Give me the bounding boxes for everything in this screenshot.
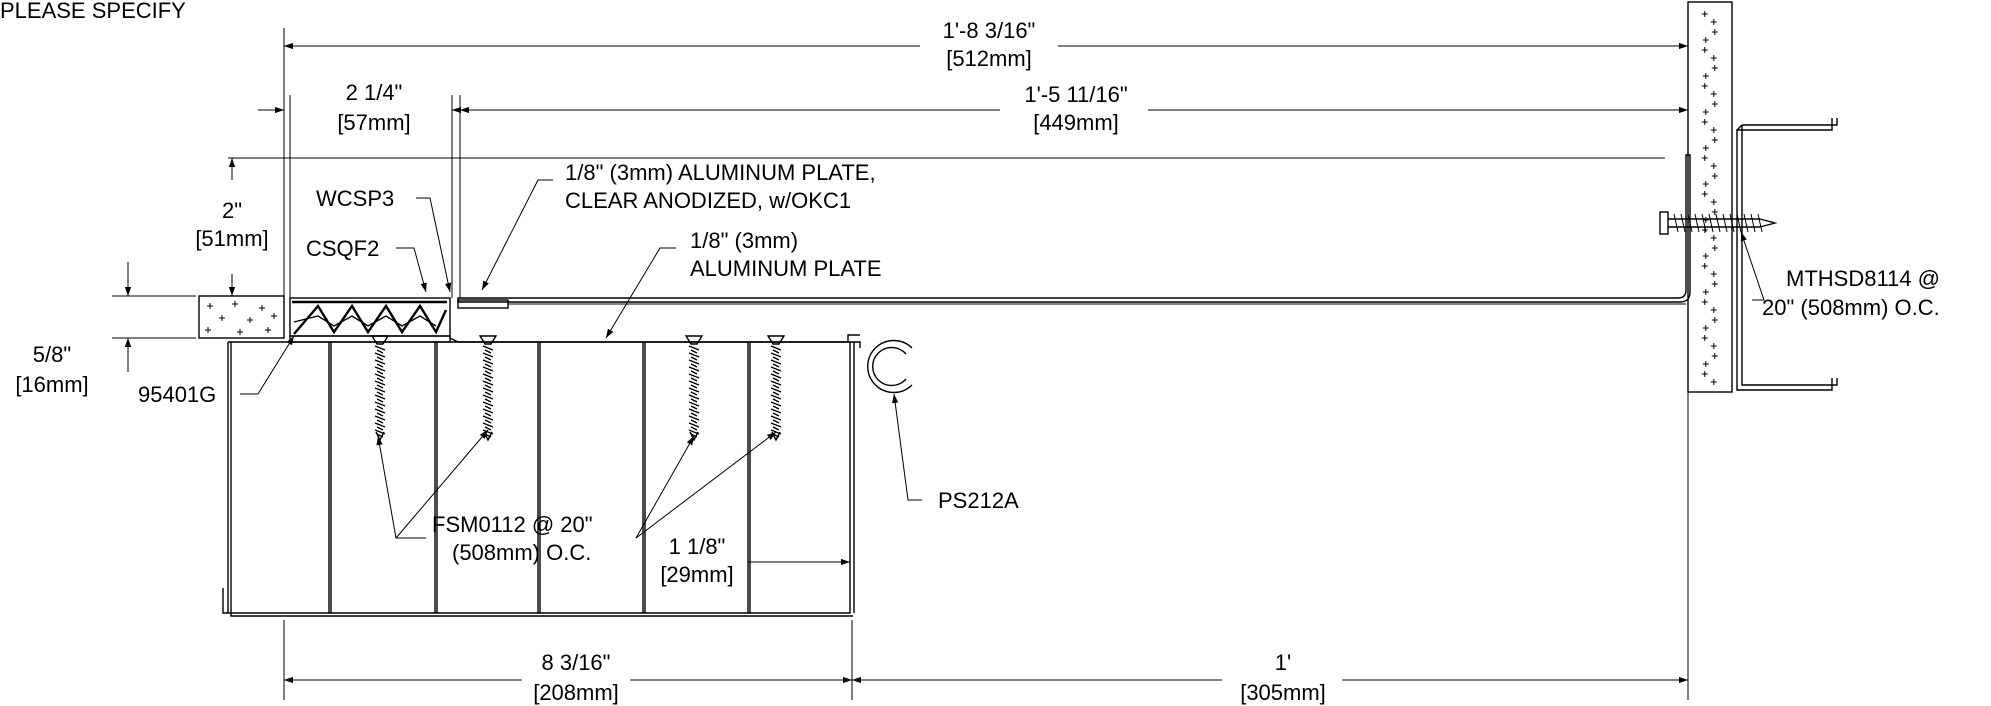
wall-board <box>1687 1 1733 393</box>
callout-base-plate-line1: 1/8" (3mm) <box>690 228 798 253</box>
dim-height-imperial: 2" <box>222 198 242 223</box>
left-slab <box>198 295 285 339</box>
callout-base-plate-line2: ALUMINUM PLATE <box>690 256 882 281</box>
ps212a-clip <box>867 339 913 394</box>
wall-board-hatch <box>1701 11 1718 385</box>
base-plate <box>228 334 861 348</box>
leader-lines <box>240 179 1765 539</box>
dimension-lines <box>112 2 1689 700</box>
dim-stud-depth-metric: [208mm] <box>533 680 619 705</box>
dim-height-metric: [51mm] <box>195 226 268 251</box>
callout-cover-plate-line1: 1/8" (3mm) ALUMINUM PLATE, <box>565 160 876 185</box>
callout-labels: WCSP3 CSQF2 95401G 1/8" (3mm) ALUMINUM P… <box>138 160 1940 565</box>
dim-cover-span-imperial: 1'-5 11/16" <box>1024 82 1127 107</box>
callout-fastener-line1: FSM0112 @ 20" <box>432 512 593 537</box>
dim-wall-offset-metric: [305mm] <box>1240 680 1326 705</box>
dim-stud-depth-imperial: 8 3/16" <box>542 650 611 675</box>
please-specify-note: PLEASE SPECIFY <box>0 0 186 23</box>
fastener-screws <box>370 335 786 442</box>
callout-ps212a: PS212A <box>938 488 1019 513</box>
callout-fastener-line2: (508mm) O.C. <box>452 540 591 565</box>
dim-stud-flange-metric: [29mm] <box>660 562 733 587</box>
seal-csqf2 <box>289 297 451 337</box>
dim-slab-metric: [16mm] <box>15 372 88 397</box>
anchor-screw <box>1659 211 1778 235</box>
callout-csqf2: CSQF2 <box>306 236 379 261</box>
dim-overall-metric: [512mm] <box>946 46 1032 71</box>
callout-cover-plate-line2: CLEAR ANODIZED, w/OKC1 <box>565 188 851 213</box>
callout-anchor-line2: 20" (508mm) O.C. <box>1762 295 1940 320</box>
dim-left-gap-imperial: 2 1/4" <box>346 80 403 105</box>
right-wall-assembly <box>1659 1 1838 393</box>
dim-cover-span-metric: [449mm] <box>1033 110 1119 135</box>
dim-slab-imperial: 5/8" <box>33 342 71 367</box>
cover-plate <box>457 154 1691 309</box>
dim-wall-offset-imperial: 1' <box>1275 650 1291 675</box>
dim-stud-flange-imperial: 1 1/8" <box>669 534 726 559</box>
dim-overall-imperial: 1'-8 3/16" <box>943 18 1036 43</box>
callout-95401g: 95401G <box>138 382 216 407</box>
callout-anchor-line1: MTHSD8114 @ <box>1786 266 1940 291</box>
dimension-labels: 1'-8 3/16" [512mm] 2 1/4" [57mm] 1'-5 11… <box>15 18 1325 705</box>
dim-left-gap-metric: [57mm] <box>337 110 410 135</box>
wall-stud-channel <box>1736 118 1838 391</box>
stud-assembly <box>222 342 855 617</box>
callout-wcsp3: WCSP3 <box>316 186 394 211</box>
